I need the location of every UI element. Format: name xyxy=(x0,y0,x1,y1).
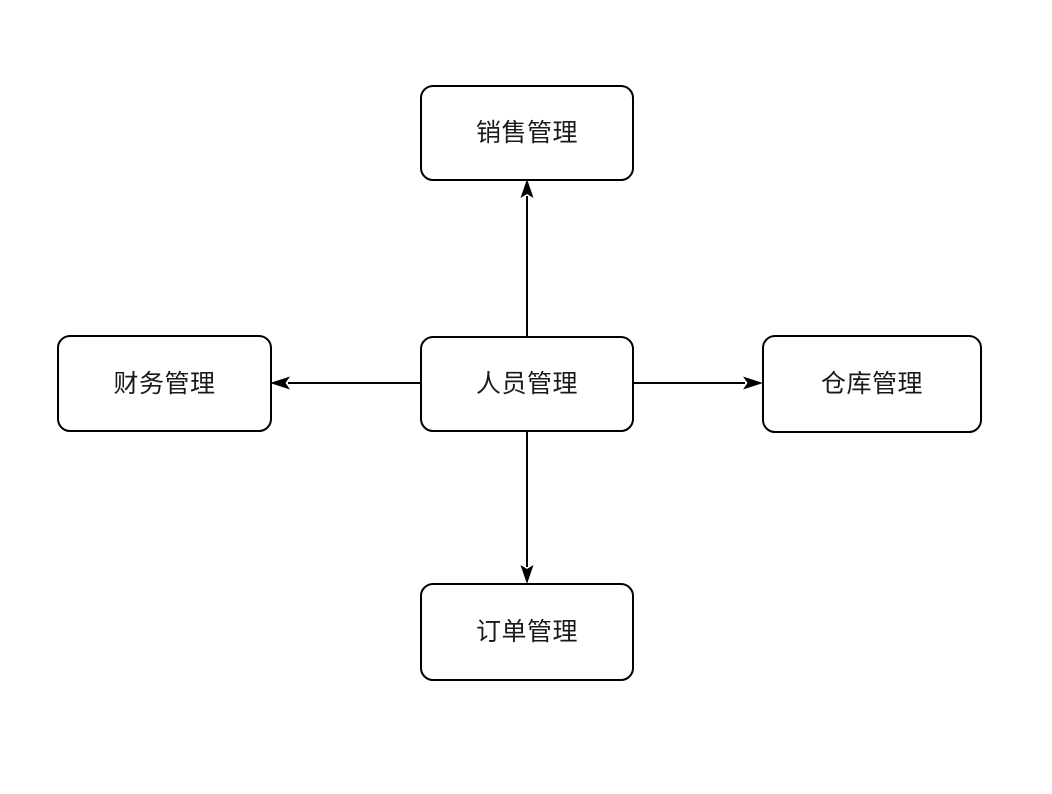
node-shape-personnel[interactable] xyxy=(420,336,634,432)
node-label-orders: 订单管理 xyxy=(475,617,578,647)
node-shape-warehouse[interactable] xyxy=(762,335,982,433)
node-label-sales: 销售管理 xyxy=(475,118,578,148)
arrow-head-right xyxy=(743,376,763,390)
arrow-head-up xyxy=(520,179,534,198)
edge-personnel-warehouse xyxy=(633,376,763,390)
node-label-warehouse: 仓库管理 xyxy=(820,369,923,399)
arrow-head-down xyxy=(520,565,534,584)
node-shape-finance[interactable] xyxy=(57,335,272,432)
node-shape-sales[interactable] xyxy=(420,85,634,181)
node-label-personnel: 人员管理 xyxy=(475,369,578,399)
arrow-head-left xyxy=(270,376,290,390)
node-label-finance: 财务管理 xyxy=(113,368,216,398)
edge-personnel-sales xyxy=(520,179,534,337)
edge-personnel-orders xyxy=(520,431,534,584)
edge-personnel-finance xyxy=(270,376,421,390)
node-shape-orders[interactable] xyxy=(420,583,634,681)
